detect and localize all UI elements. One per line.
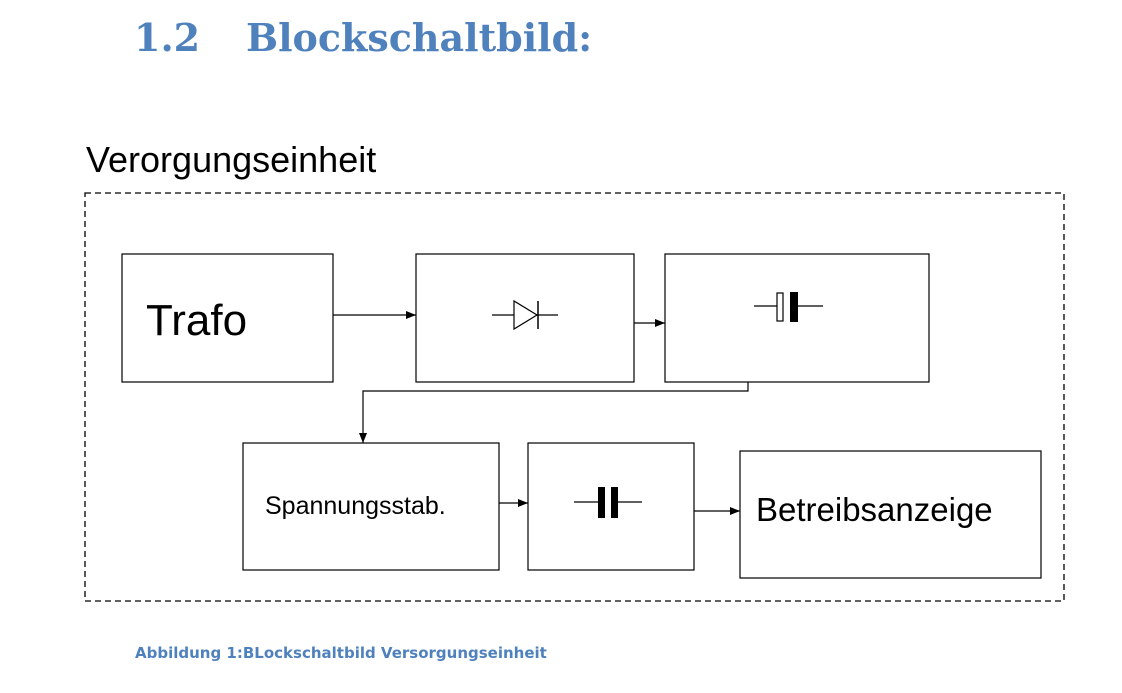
transformer-block: Trafo (121, 253, 334, 383)
figure-caption: Abbildung 1:BLockschaltbild Versorgungse… (135, 644, 547, 662)
section-number: 1.2 (134, 15, 201, 60)
section-title: Blockschaltbild: (246, 15, 593, 60)
supply-unit-boundary (84, 192, 1065, 602)
regulator-label: Spannungsstab. (265, 492, 446, 520)
regulator-block: Spannungsstab. (242, 442, 500, 571)
indicator-block: Betreibsanzeige (739, 450, 1042, 579)
capacitor-icon (574, 487, 642, 518)
rectifier-block (415, 253, 635, 383)
arrow-smoothing-to-regulator (359, 382, 749, 443)
indicator-label: Betreibsanzeige (756, 491, 993, 528)
smoothing-block (664, 253, 930, 383)
diode-icon (492, 299, 558, 331)
connection-arrows (333, 311, 749, 515)
polarized-capacitor-icon (754, 292, 823, 322)
transformer-label: Trafo (146, 296, 247, 345)
output-capacitor-block (527, 442, 695, 571)
group-label: Verorgungseinheit (86, 139, 376, 180)
section-heading: 1.2 Blockschaltbild: (134, 12, 592, 64)
